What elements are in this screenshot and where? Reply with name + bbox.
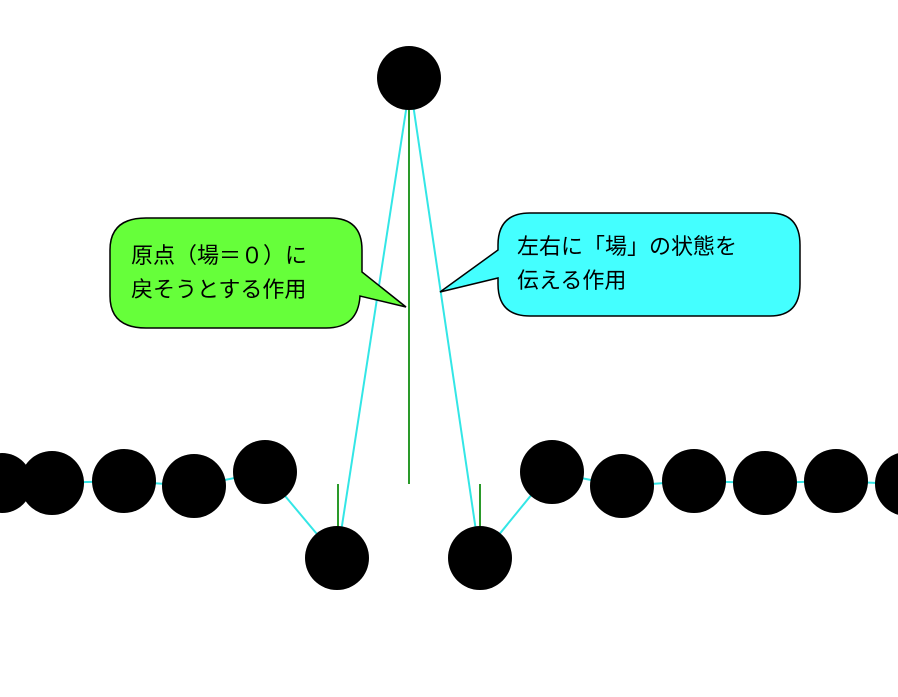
bead [733,451,797,515]
bead [590,454,654,518]
bead [233,440,297,504]
bead [804,449,868,513]
spring-bead-5-peak [336,103,408,559]
bead [305,526,369,590]
bead [162,454,226,518]
propagation-callout-bubble [439,212,801,317]
spring-peak-bead-7 [412,103,481,559]
restoring-callout: 原点（場＝０）に 戻そうとする作用 [109,217,407,329]
bead [520,440,584,504]
propagation-callout: 左右に「場」の状態を 伝える作用 [439,212,801,317]
restoring-callout-bubble [109,217,407,329]
restoring-callout-line1: 原点（場＝０）に [131,244,307,269]
restoring-callout-line2: 戻そうとする作用 [131,278,306,303]
bead [20,451,84,515]
bead [875,453,898,515]
propagation-callout-line2: 伝える作用 [517,269,626,294]
bead [662,449,726,513]
restoring-lines [337,110,481,540]
bead [92,449,156,513]
propagation-callout-line1: 左右に「場」の状態を [517,235,737,260]
bead [448,526,512,590]
beads [0,46,898,590]
bead-peak [377,46,441,110]
